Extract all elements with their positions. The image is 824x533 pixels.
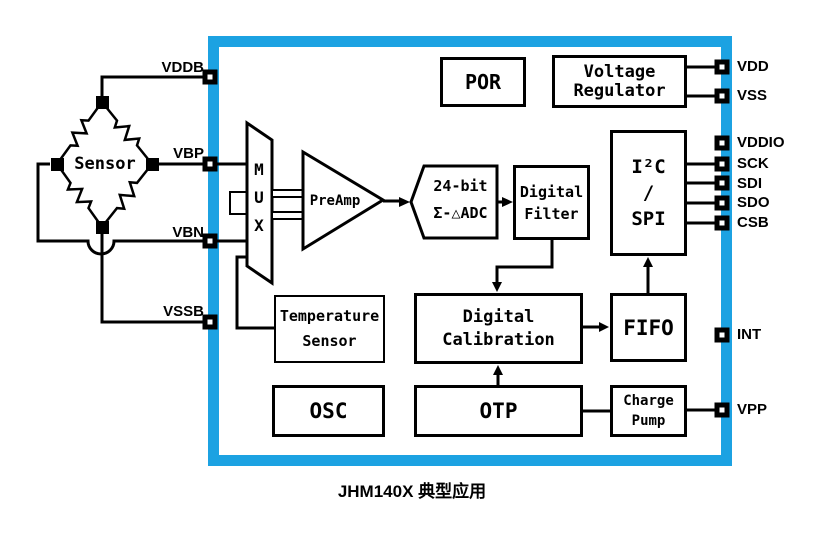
pin-label-sdo: SDO xyxy=(737,194,770,211)
arrow-into-adc xyxy=(399,197,410,207)
pin-vddb xyxy=(202,69,218,85)
pin-label-int: INT xyxy=(737,326,762,343)
pin-vss xyxy=(714,88,730,104)
block-osc: OSC xyxy=(272,385,385,437)
charge-pump-line1: Charge xyxy=(623,393,674,409)
arrow-into-calibration-bottom xyxy=(493,365,503,375)
pin-label-vpp: VPP xyxy=(737,401,768,418)
pin-vbp xyxy=(202,156,218,172)
chip-boundary xyxy=(208,36,732,466)
pin-int xyxy=(714,327,730,343)
pin-vdd xyxy=(714,59,730,75)
block-digital-filter: Digital Filter xyxy=(513,165,590,240)
i2c-spi-line1: I²C xyxy=(631,156,666,178)
block-digital-calibration: Digital Calibration xyxy=(414,293,583,364)
mux-shape xyxy=(245,120,274,286)
mux-letter-m: M xyxy=(254,160,264,179)
block-charge-pump: Charge Pump xyxy=(610,385,687,437)
preamp-triangle xyxy=(301,149,386,252)
diagram-caption: JHM140X 典型应用 xyxy=(337,482,487,501)
block-temperature-sensor: Temperature Sensor xyxy=(274,295,385,363)
bridge-nodes xyxy=(51,96,159,234)
pin-label-sdi: SDI xyxy=(737,175,763,192)
pin-label-vbp: VBP xyxy=(173,145,204,162)
analog-front-end xyxy=(229,120,499,286)
block-por-label: POR xyxy=(464,70,502,94)
pin-label-vbn: VBN xyxy=(172,224,204,241)
i2c-spi-line2: / xyxy=(642,182,655,204)
mux-feedback-box xyxy=(229,191,248,215)
pin-label-sck: SCK xyxy=(737,155,769,172)
i2c-spi-line3: SPI xyxy=(631,208,666,230)
pin-sck xyxy=(714,156,730,172)
mux-letter-x: X xyxy=(254,216,264,235)
adc-label: 24-bit Σ-△ADC xyxy=(424,173,497,227)
pin-label-vssb: VSSB xyxy=(163,303,204,320)
pin-label-vss: VSS xyxy=(737,87,768,104)
fifo-label: FIFO xyxy=(623,315,674,340)
adc-line2: Σ-△ADC xyxy=(433,204,488,222)
bridge-resistor-top-right xyxy=(101,101,153,165)
pin-label-vdd: VDD xyxy=(737,58,769,75)
bridge-resistor-top-left xyxy=(55,101,104,165)
block-voltage-regulator: Voltage Regulator xyxy=(552,55,687,108)
wire-vbn-with-hop xyxy=(36,162,247,256)
bridge-resistor-bottom-left xyxy=(55,163,104,228)
bridge-node-bottom xyxy=(96,221,109,234)
pin-vpp xyxy=(714,402,730,418)
block-i2c-spi: I²C / SPI xyxy=(610,130,687,256)
bridge-resistor-bottom-right xyxy=(101,163,153,228)
wire-filter-calibration xyxy=(495,240,554,283)
voltage-regulator-line2: Regulator xyxy=(573,80,666,101)
block-por: POR xyxy=(440,57,526,107)
pin-vssb xyxy=(202,314,218,330)
pin-csb xyxy=(714,215,730,231)
temperature-sensor-line2: Sensor xyxy=(302,332,357,350)
wire-vddb xyxy=(100,75,210,96)
bridge-node-left xyxy=(51,158,64,171)
bridge-node-right xyxy=(146,158,159,171)
mux-letter-u: U xyxy=(254,188,264,207)
pin-label-vddb: VDDB xyxy=(161,59,204,76)
arrow-into-fifo xyxy=(599,322,609,332)
digital-filter-line2: Filter xyxy=(524,204,579,223)
pin-label-csb: CSB xyxy=(737,214,769,231)
block-otp: OTP xyxy=(414,385,583,437)
pin-sdo xyxy=(714,195,730,211)
digital-calibration-line1: Digital xyxy=(462,306,535,327)
adc-line1: 24-bit xyxy=(433,177,488,195)
digital-calibration-line2: Calibration xyxy=(442,329,555,350)
sensor-label: Sensor xyxy=(74,154,136,174)
preamp-label: PreAmp xyxy=(309,193,361,209)
voltage-regulator-line1: Voltage xyxy=(583,61,656,82)
sensor-bridge xyxy=(55,101,153,228)
charge-pump-line2: Pump xyxy=(631,413,666,429)
mux-preamp-bar-top xyxy=(271,189,304,198)
osc-label: OSC xyxy=(309,399,348,423)
wire-vssb xyxy=(100,230,210,324)
pin-label-vddio: VDDIO xyxy=(737,134,785,151)
block-fifo: FIFO xyxy=(610,293,687,362)
pin-sdi xyxy=(714,175,730,191)
pin-vbn xyxy=(202,233,218,249)
temperature-sensor-line1: Temperature xyxy=(279,307,380,325)
digital-filter-line1: Digital xyxy=(519,182,584,201)
arrow-into-i2c xyxy=(643,257,653,267)
mux-label: M U X xyxy=(246,156,272,240)
arrow-into-filter xyxy=(502,197,513,207)
wires xyxy=(36,65,719,413)
pin-vddio xyxy=(714,135,730,151)
adc-shape xyxy=(409,164,499,240)
wire-mux-tempsensor xyxy=(235,255,274,330)
mux-preamp-bar-bottom xyxy=(271,211,304,220)
arrowheads xyxy=(399,197,653,375)
bridge-node-top xyxy=(96,96,109,109)
arrow-into-calibration-top xyxy=(492,282,502,292)
otp-label: OTP xyxy=(479,399,518,423)
